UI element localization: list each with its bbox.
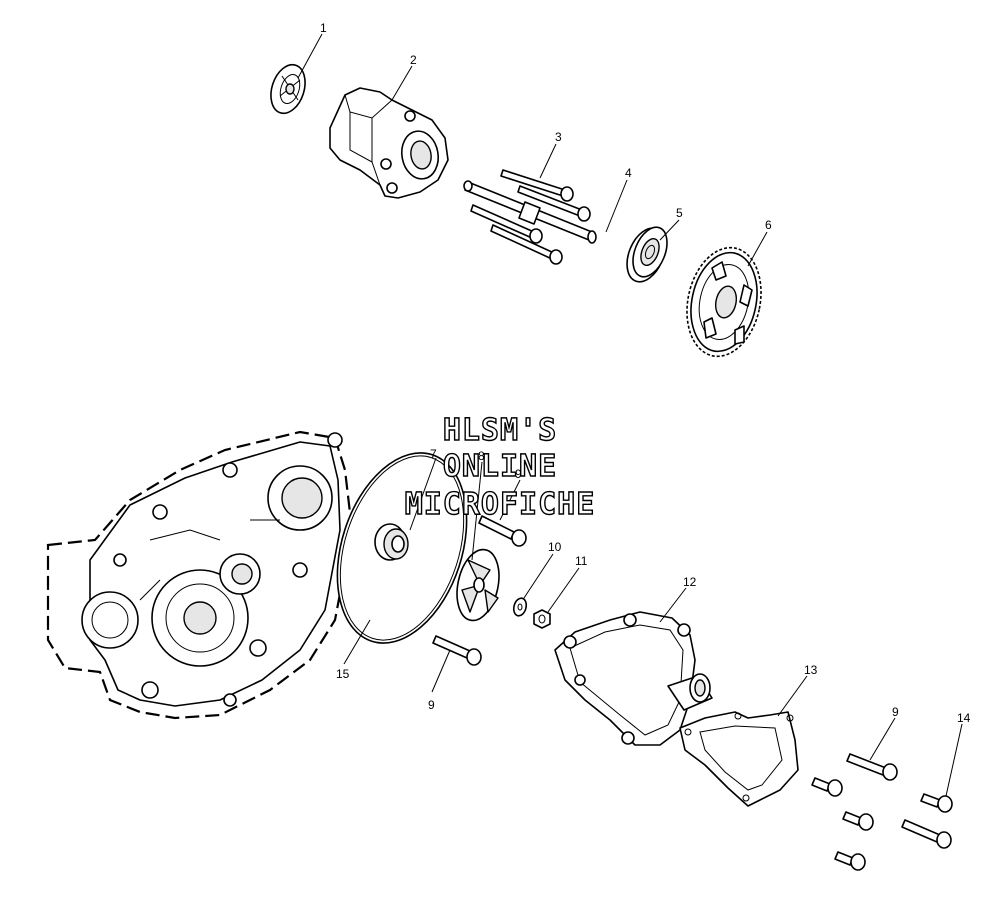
callout-6: 6 xyxy=(765,218,772,232)
callout-1: 1 xyxy=(320,21,327,35)
callout-labels: 1 2 3 4 5 6 7 8 9 10 11 12 13 9 14 9 15 xyxy=(320,21,971,725)
callout-14: 14 xyxy=(957,711,971,725)
watermark-line-3: MICROFICHE xyxy=(405,487,596,522)
part-9-bolt-lower-long-2[interactable] xyxy=(901,819,952,849)
callout-4: 4 xyxy=(625,166,632,180)
part-11-nut[interactable] xyxy=(533,609,551,629)
part-14-bolt-short-1[interactable] xyxy=(920,793,953,813)
watermark-line-2: ONLINE xyxy=(443,449,557,484)
part-14-bolt-short-4[interactable] xyxy=(834,851,866,871)
part-14-bolt-short-3[interactable] xyxy=(842,811,874,831)
part-12-pump-cover[interactable] xyxy=(554,611,713,746)
crankcase-housing xyxy=(46,430,354,720)
callout-5: 5 xyxy=(676,206,683,220)
part-10-washer[interactable] xyxy=(512,597,528,617)
callout-7: 7 xyxy=(430,447,437,461)
callout-9-right: 9 xyxy=(892,705,899,719)
callout-3: 3 xyxy=(555,130,562,144)
part-6-gear[interactable] xyxy=(677,241,770,364)
callout-9-middle: 9 xyxy=(428,698,435,712)
part-3-long-bolts[interactable] xyxy=(470,169,591,265)
callout-10: 10 xyxy=(548,540,562,554)
part-7-seal[interactable] xyxy=(374,523,409,561)
part-9-bolt-lower-long-1[interactable] xyxy=(846,753,898,781)
callout-12: 12 xyxy=(683,575,697,589)
part-9-bolt-upper[interactable] xyxy=(478,515,527,547)
part-8-impeller[interactable] xyxy=(451,546,505,625)
part-1-rotor-plate[interactable] xyxy=(265,60,311,117)
part-9-bolt-middle[interactable] xyxy=(432,635,482,666)
callout-9-upper: 9 xyxy=(515,467,522,481)
part-4-shaft[interactable] xyxy=(463,180,597,244)
callout-13: 13 xyxy=(804,663,818,677)
part-13-gasket[interactable] xyxy=(679,711,799,807)
watermark-line-1: HLSM'S xyxy=(443,413,557,448)
part-2-pump-body[interactable] xyxy=(329,87,449,199)
leader-lines xyxy=(297,33,963,797)
part-5-bearing[interactable] xyxy=(620,222,674,287)
part-14-bolt-short-2[interactable] xyxy=(811,777,843,797)
callout-2: 2 xyxy=(410,53,417,67)
callout-11: 11 xyxy=(575,554,588,568)
callout-8: 8 xyxy=(478,449,485,463)
callout-15: 15 xyxy=(336,667,350,681)
watermark: HLSM'S ONLINE MICROFICHE xyxy=(404,412,596,522)
